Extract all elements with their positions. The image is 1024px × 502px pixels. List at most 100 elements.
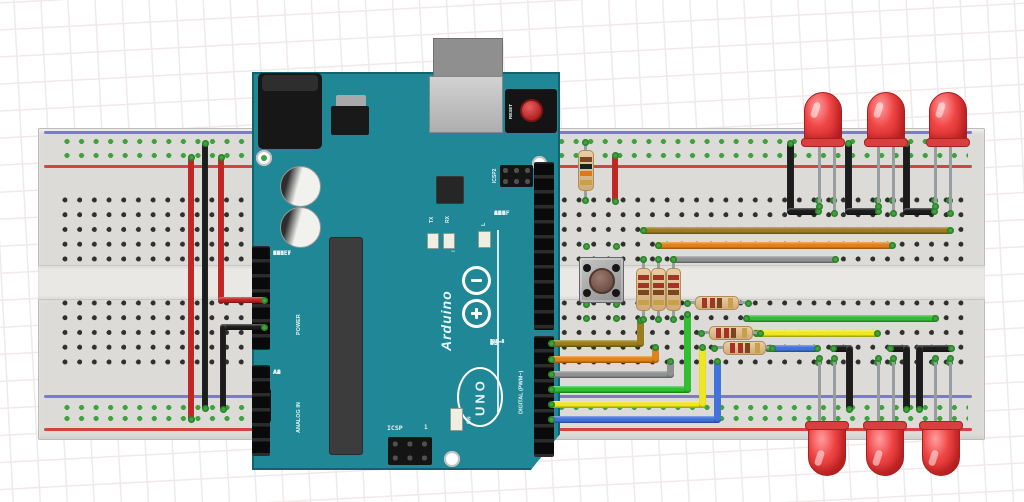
wire-pin2-end [713,357,721,365]
reset-label: RESET [508,103,513,119]
pin-label: RESET [273,250,292,258]
pushbutton-cap [589,268,615,294]
reset-button [520,99,543,122]
pushbutton-leg [583,264,591,272]
wire-bottom-row-blue-end [813,344,821,352]
voltage-regulator-tab [336,95,366,108]
wire-pin4 [684,312,691,393]
resistor-button-pulldown-lead [584,189,587,202]
power-jack [258,73,322,149]
wire-gnd-top-3 [903,208,937,215]
resistor-band [638,299,649,305]
resistor-band [668,282,679,288]
uno-logo-oval: UNO [457,367,503,427]
wire-pin3 [549,401,706,408]
pin-label: 3V3 [273,250,284,258]
wire-pin5 [549,371,674,378]
resistor-band [653,299,664,305]
wire-pin2-end [547,415,555,423]
trademark-symbol: ™ [450,248,456,254]
led-top-2-leg-end [890,209,897,217]
wire-5v-to-button-end [611,197,619,205]
led-bottom-3 [919,421,963,476]
resistor-top-led-3-end [669,315,677,323]
pushbutton-leg [612,264,620,272]
l-led-label: L [481,222,487,226]
resistor-bottom-led-3-lead [713,346,724,349]
led-bottom-3-leg [934,356,937,424]
resistor-band [744,343,750,353]
wire-rail-jumper-black-end [201,139,209,147]
wire-gnd-top-1 [787,208,821,215]
resistor-band [638,289,649,295]
analog-section-label: ANALOG IN [296,402,302,434]
wire-pin5 [667,359,674,378]
usb-connector-top [433,38,503,78]
wire-rail-jumper-red-end [187,415,195,423]
pin-label: RXD◄0 [490,340,505,346]
led-top-1 [801,92,845,147]
resistor-bottom-led-2-end [697,329,705,337]
resistor-top-led-1-lead [642,309,645,321]
pushbutton-leg [583,289,591,297]
led-top-3-leg-end [947,209,954,217]
wire-pin3-end [698,343,706,351]
pin-label: A5 [273,368,281,377]
resistor-bottom-led-1-end [683,299,691,307]
resistor-button-pulldown-end [581,138,589,146]
led-bottom-1-leg [818,356,821,424]
wire-gnd-top-3-end [930,207,938,215]
led-top-1-leg-end [816,202,823,210]
resistor-band [741,328,747,338]
resistor-top-led-1 [636,268,651,311]
pin-label: ~5 [490,339,498,348]
resistor-top-led-1-end [639,255,647,263]
wire-pin6-end [547,355,555,363]
pin-label: 13 [494,209,502,218]
resistor-band [702,298,708,308]
led-bottom-1-leg-end [831,354,838,362]
wire-pin4-end [683,310,691,318]
wire-pin6 [549,356,659,363]
pin-label: A2 [273,368,281,377]
resistor-band [580,180,592,186]
wire-pin7-end [547,339,555,347]
pin-label: ~6 [490,339,498,348]
wire-gnd-bottom-3 [916,345,923,411]
rx-led [443,233,455,249]
resistor-top-led-2-lead [657,309,660,321]
connected-hole [612,300,620,308]
led-bottom-1-leg [833,356,836,424]
led-bottom-2 [863,421,907,476]
wire-gnd-bottom-3 [916,345,954,352]
icsp-header [388,437,432,465]
connected-hole [582,242,590,250]
resistor-band [653,289,664,295]
pin-label: GND [273,250,284,258]
resistor-band [668,275,679,281]
connected-hole [582,300,590,308]
led-top-2 [864,92,908,147]
pin-label: A1 [273,368,281,377]
atmega16u2-chip [436,176,464,204]
resistor-top-led-2-lead [657,257,660,270]
led-top-3-leg [949,140,952,213]
resistor-band [731,328,737,338]
wire-bottom-row-yellow [753,330,880,337]
wire-pin6 [652,345,659,363]
wire-gnd-to-rail-end [260,323,268,331]
resistor-band [653,282,664,288]
mounting-hole [256,150,272,166]
resistor-band [668,299,679,305]
resistor-band [580,163,592,169]
connected-hole [612,242,620,250]
resistor-band [638,282,649,288]
resistor-bottom-led-1-lead [686,301,696,304]
on-led-label: ON [466,416,473,424]
silkscreen-line [497,230,499,415]
pin-label: 12 [494,209,502,218]
wire-5v-to-rail [218,155,224,304]
resistor-band [717,298,723,308]
